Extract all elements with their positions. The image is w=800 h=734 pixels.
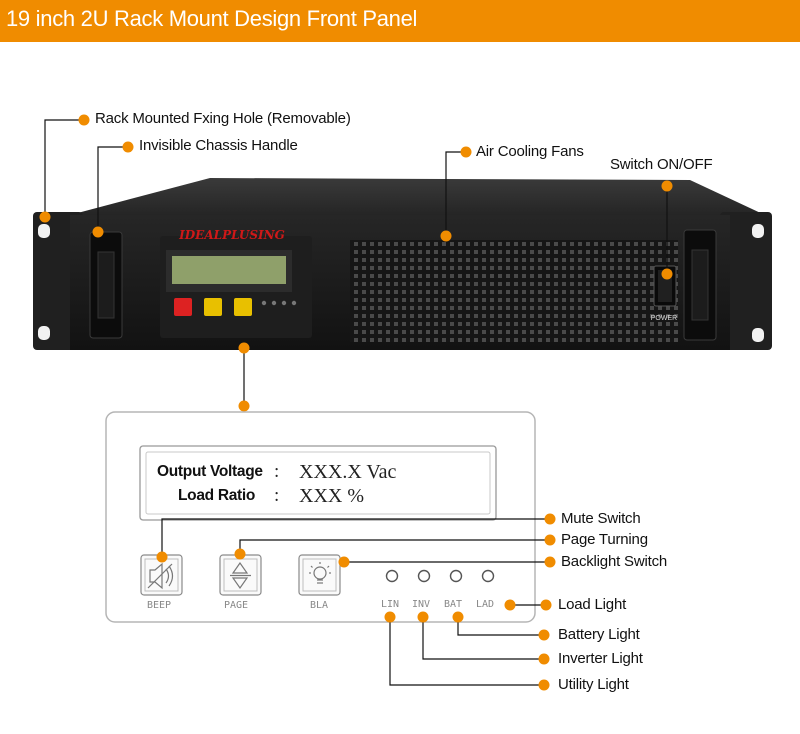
left-rack-hole-top — [38, 224, 50, 238]
mini-page-button — [204, 298, 222, 316]
page-caption: PAGE — [224, 600, 249, 611]
speaker-mute-icon — [147, 562, 174, 590]
right-rack-hole-top — [752, 224, 764, 238]
led-bat — [449, 569, 463, 583]
led-lin-caption: LIN — [381, 599, 400, 610]
lcd-row2-label: Load Ratio — [178, 487, 256, 504]
led-lad — [481, 569, 495, 583]
led-bat-caption: BAT — [444, 599, 463, 610]
mini-bla-button — [234, 298, 252, 316]
right-rack-hole-bottom — [752, 328, 764, 342]
page-title: 19 inch 2U Rack Mount Design Front Panel — [6, 6, 418, 31]
power-label: POWER — [651, 315, 677, 322]
led-lad-caption: LAD — [476, 599, 495, 610]
callout-page-turning: Page Turning — [561, 531, 648, 548]
bla-button — [298, 554, 341, 596]
callout-switch: Switch ON/OFF — [610, 156, 713, 173]
chassis-top — [70, 178, 765, 215]
leader-rack-hole — [44, 119, 80, 215]
leader-inverter — [422, 617, 544, 660]
led-inv — [417, 569, 431, 583]
led-lin — [385, 569, 399, 583]
callout-mute: Mute Switch — [561, 510, 641, 527]
callout-fans: Air Cooling Fans — [476, 143, 584, 160]
callout-backlight: Backlight Switch — [561, 553, 668, 570]
leader-handle — [97, 146, 128, 232]
left-rack-hole-bottom — [38, 326, 50, 340]
bla-caption: BLA — [310, 600, 329, 611]
zoomed-lcd — [139, 445, 497, 521]
callout-rack-hole: Rack Mounted Fxing Hole (Removable) — [95, 110, 351, 127]
leader-battery — [457, 617, 544, 636]
right-rack-ear — [720, 212, 772, 350]
callout-battery-light: Battery Light — [558, 626, 640, 643]
mini-beep-button — [174, 298, 192, 316]
brand-logo: IDEALPLUSING — [178, 228, 285, 242]
callout-load-light: Load Light — [558, 596, 627, 613]
leader-fans — [445, 151, 466, 236]
led-inv-caption: INV — [412, 599, 431, 610]
callout-handle: Invisible Chassis Handle — [139, 137, 298, 154]
beep-caption: BEEP — [147, 600, 172, 611]
lcd-row1-label: Output Voltage — [157, 463, 263, 480]
leader-mute — [161, 518, 550, 555]
lcd-row1-value: XXX.X Vac — [299, 461, 397, 483]
light-bulb-icon — [309, 562, 331, 584]
leader-utility — [389, 617, 544, 686]
header-bar: 19 inch 2U Rack Mount Design Front Panel — [0, 0, 800, 42]
callout-utility-light: Utility Light — [558, 676, 629, 693]
lcd-row2-sep: : — [274, 485, 280, 506]
callout-inverter-light: Inverter Light — [558, 650, 643, 667]
fan-vents — [350, 240, 678, 342]
lcd-row1-sep: : — [274, 461, 280, 482]
lcd-row2-value: XXX % — [299, 485, 364, 507]
page-arrows-icon — [230, 561, 251, 590]
